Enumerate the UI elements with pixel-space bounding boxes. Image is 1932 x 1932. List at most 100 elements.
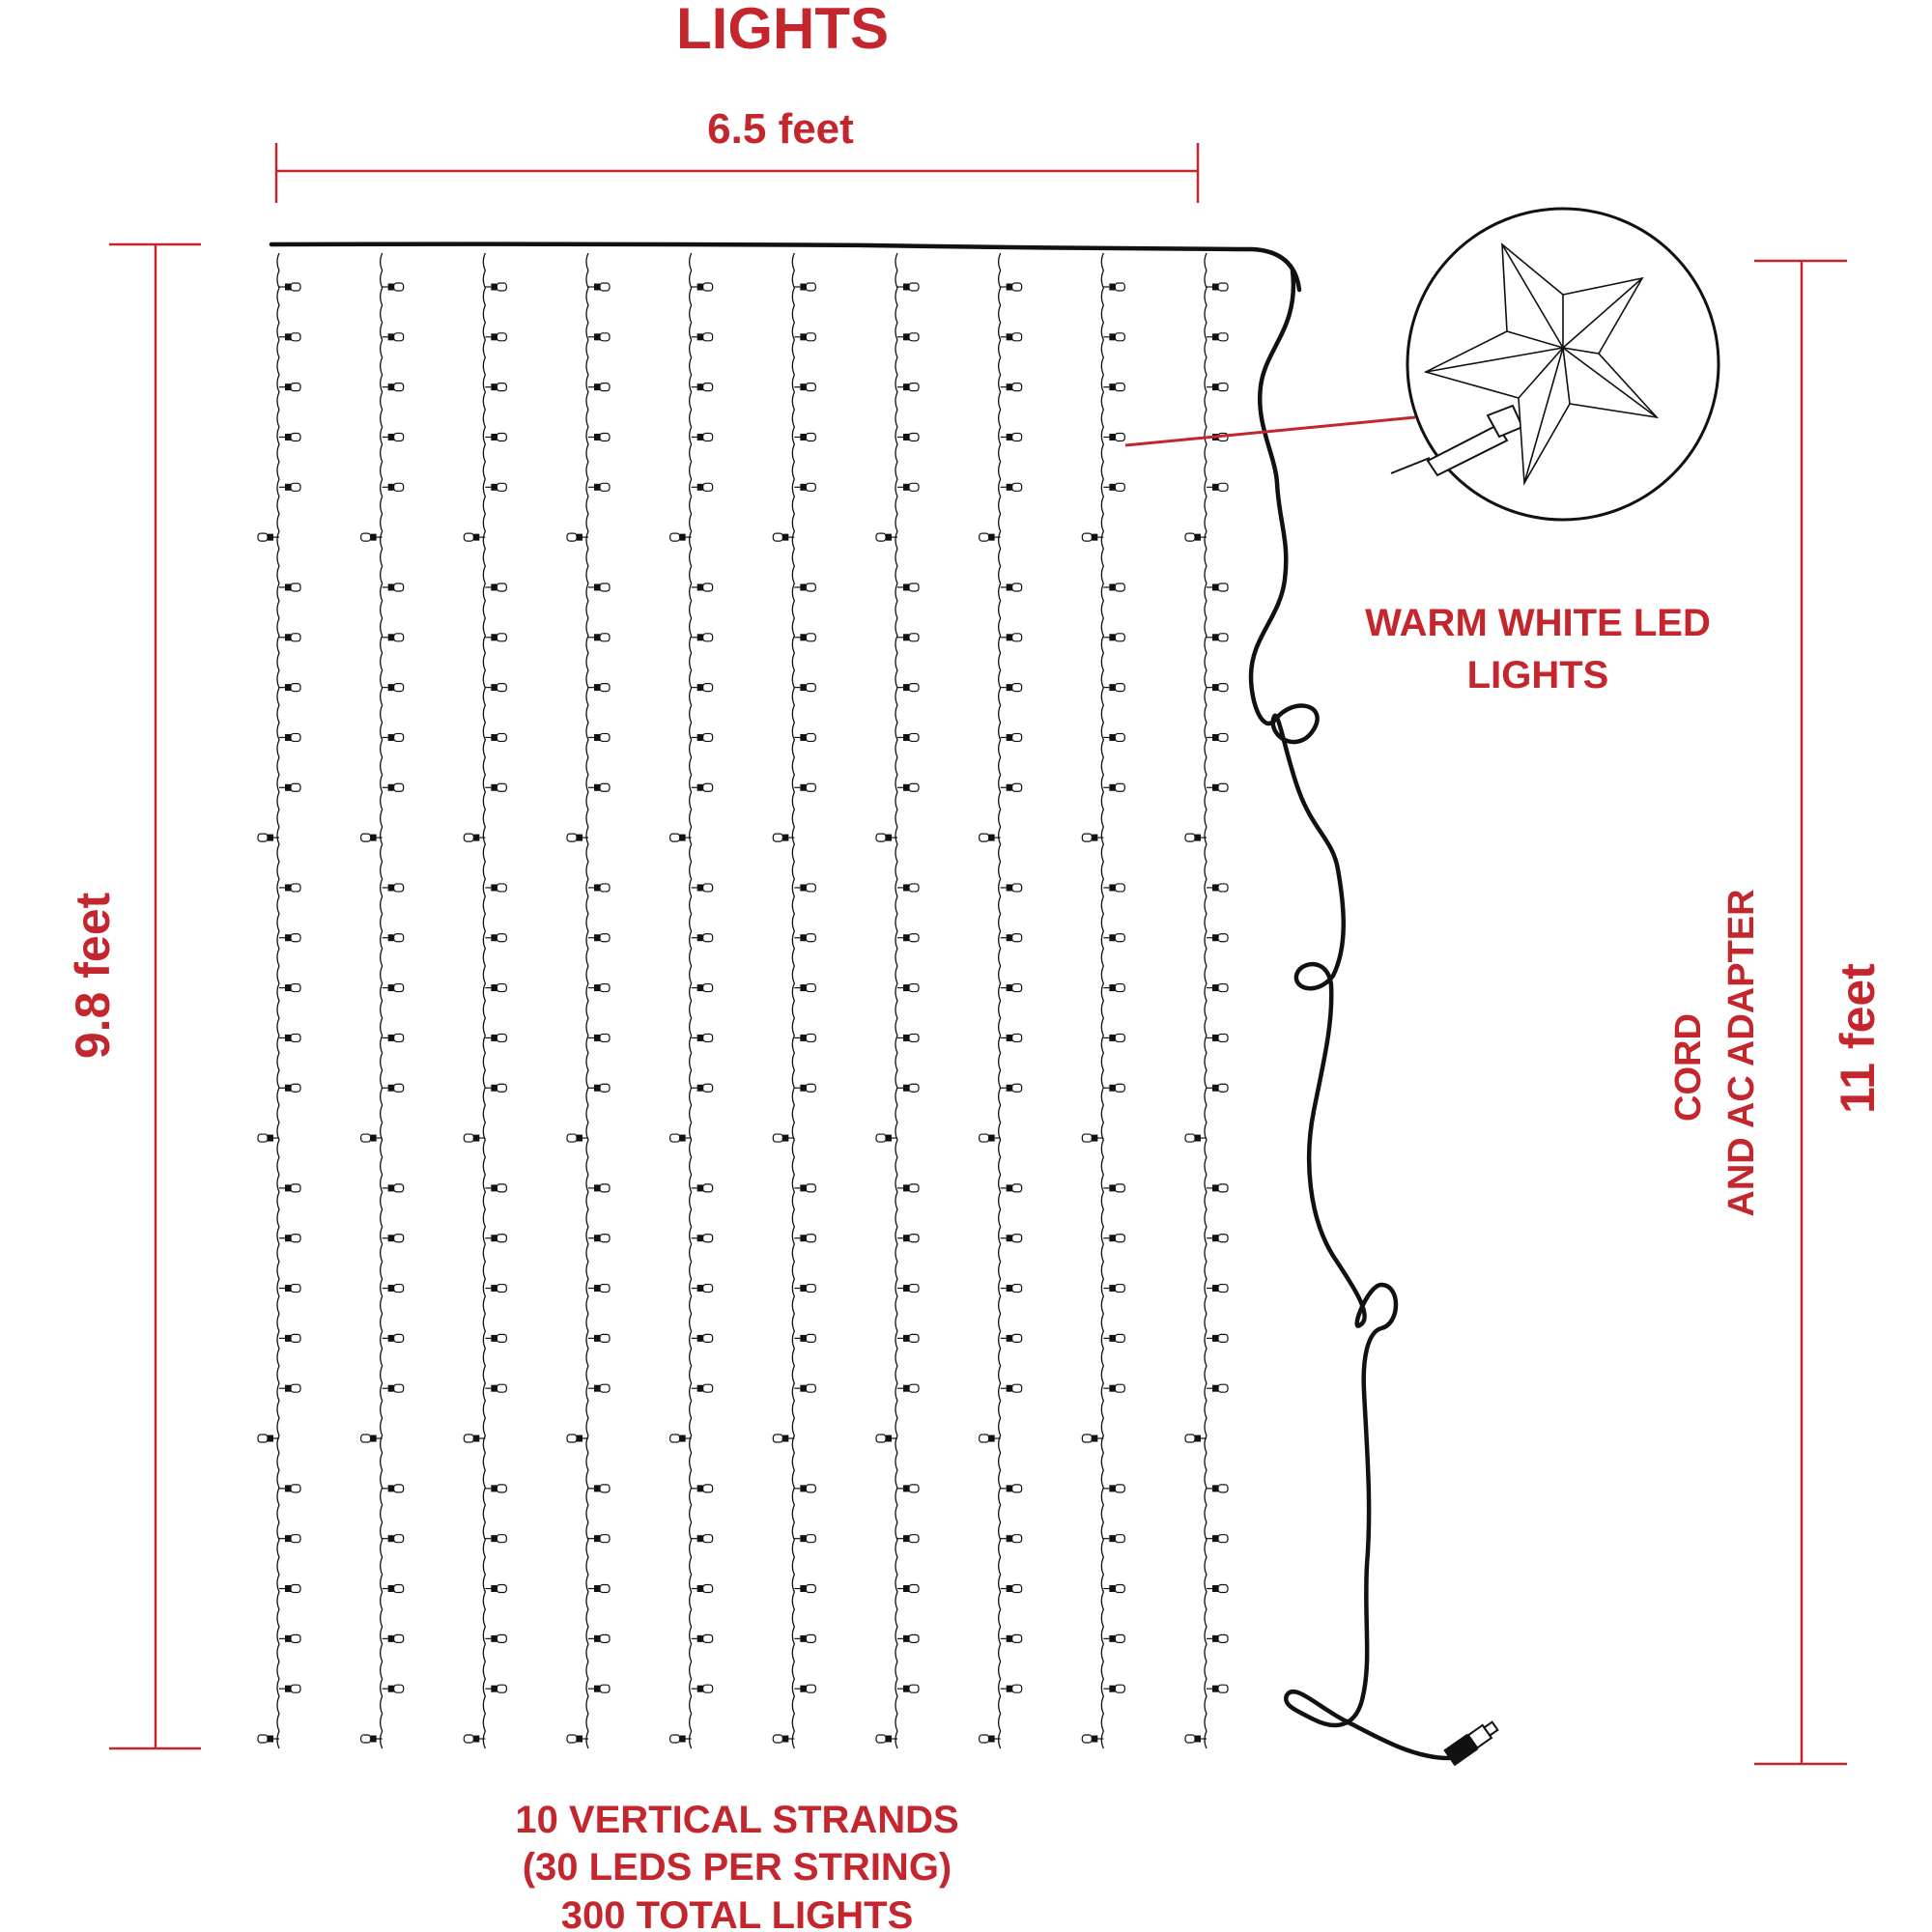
led-bulb — [691, 1033, 714, 1043]
led-bulb — [1081, 532, 1104, 542]
led-bulb — [1081, 1434, 1104, 1443]
led-bulb — [794, 432, 816, 442]
led-bulb — [1207, 482, 1229, 492]
led-bulb — [463, 833, 486, 842]
led-bulb — [485, 883, 507, 893]
led-bulb — [1207, 1484, 1229, 1493]
led-bulb — [588, 982, 611, 993]
led-bulb — [382, 383, 405, 392]
led-bulb — [794, 332, 816, 342]
led-bulb — [485, 982, 507, 993]
led-bulb — [1103, 282, 1125, 292]
light-strand — [1184, 252, 1229, 1749]
led-bulb — [279, 1333, 301, 1343]
led-bulb — [1103, 683, 1125, 693]
led-bulb — [279, 383, 301, 392]
led-bulb — [279, 633, 301, 642]
led-bulb — [485, 1283, 507, 1293]
led-bulb — [279, 1383, 301, 1393]
led-bulb — [794, 683, 816, 693]
led-bulb — [794, 1583, 816, 1594]
led-bulb — [691, 1634, 714, 1643]
led-bulb — [1000, 482, 1023, 492]
led-bulb — [588, 1383, 611, 1393]
led-bulb — [794, 482, 816, 492]
led-bulb — [588, 582, 611, 592]
led-bulb — [382, 482, 405, 492]
led-bulb — [382, 1183, 405, 1193]
led-bulb — [1103, 732, 1125, 743]
led-bulb — [772, 532, 795, 542]
led-bulb — [897, 482, 920, 492]
light-strand — [566, 252, 611, 1749]
led-bulb — [279, 1083, 301, 1093]
led-bulb — [588, 883, 611, 893]
led-bulb — [897, 933, 920, 943]
led-bulb — [772, 1734, 795, 1744]
led-bulb — [794, 633, 816, 642]
led-bulb — [588, 1234, 611, 1243]
width-label: 6.5 feet — [707, 105, 854, 153]
led-bulb — [1000, 582, 1023, 592]
led-bulb — [382, 933, 405, 943]
led-bulb — [566, 833, 588, 842]
power-cord — [1248, 268, 1452, 1761]
led-bulb — [772, 1434, 795, 1443]
led-bulb — [279, 1283, 301, 1293]
strand-wire — [482, 252, 487, 1749]
led-bulb — [794, 782, 816, 792]
led-bulb — [485, 732, 507, 743]
led-bulb — [257, 1734, 279, 1744]
led-bulb — [382, 1684, 405, 1693]
led-caption-line2: LIGHTS — [1467, 654, 1609, 696]
led-bulb — [1103, 1684, 1125, 1693]
led-bulb — [979, 532, 1001, 542]
led-bulb — [1103, 332, 1125, 342]
led-bulb — [485, 432, 507, 442]
led-bulb — [1103, 1183, 1125, 1193]
led-bulb — [279, 282, 301, 292]
led-bulb — [1000, 683, 1023, 693]
led-bulb — [979, 833, 1001, 842]
led-bulb — [279, 332, 301, 342]
strand-wire — [689, 252, 693, 1749]
led-bulb — [382, 1383, 405, 1393]
led-bulb — [279, 732, 301, 743]
led-bulb — [1103, 432, 1125, 442]
led-bulb — [1184, 1133, 1207, 1143]
led-bulb — [588, 1333, 611, 1343]
led-bulb — [485, 1484, 507, 1493]
led-bulb — [279, 1583, 301, 1594]
led-bulb — [1207, 683, 1229, 693]
led-bulb — [279, 1183, 301, 1193]
led-bulb — [1000, 1033, 1023, 1043]
led-bulb — [1103, 1033, 1125, 1043]
led-bulb — [691, 1484, 714, 1493]
led-bulb — [1000, 432, 1023, 442]
led-bulb — [1000, 782, 1023, 792]
led-bulb — [1000, 1183, 1023, 1193]
led-bulb — [691, 1383, 714, 1393]
led-bulb — [669, 1734, 692, 1744]
led-bulb — [897, 1383, 920, 1393]
light-strand — [1081, 252, 1125, 1749]
led-bulb — [1207, 582, 1229, 592]
led-bulb — [1000, 1383, 1023, 1393]
led-bulb — [566, 1133, 588, 1143]
led-bulb — [485, 1383, 507, 1393]
led-bulb — [382, 1234, 405, 1243]
bottom-caption-line2: (30 LEDS PER STRING) — [523, 1846, 952, 1889]
led-bulb — [588, 683, 611, 693]
led-bulb — [1000, 332, 1023, 342]
led-bulb — [382, 1033, 405, 1043]
led-bulb — [1000, 1283, 1023, 1293]
led-bulb — [794, 982, 816, 993]
led-bulb — [279, 482, 301, 492]
led-bulb — [588, 1183, 611, 1193]
led-bulb — [1207, 883, 1229, 893]
led-bulb — [1103, 582, 1125, 592]
led-bulb — [257, 1133, 279, 1143]
led-bulb — [794, 1033, 816, 1043]
led-bulb — [794, 732, 816, 743]
led-bulb — [1184, 532, 1207, 542]
